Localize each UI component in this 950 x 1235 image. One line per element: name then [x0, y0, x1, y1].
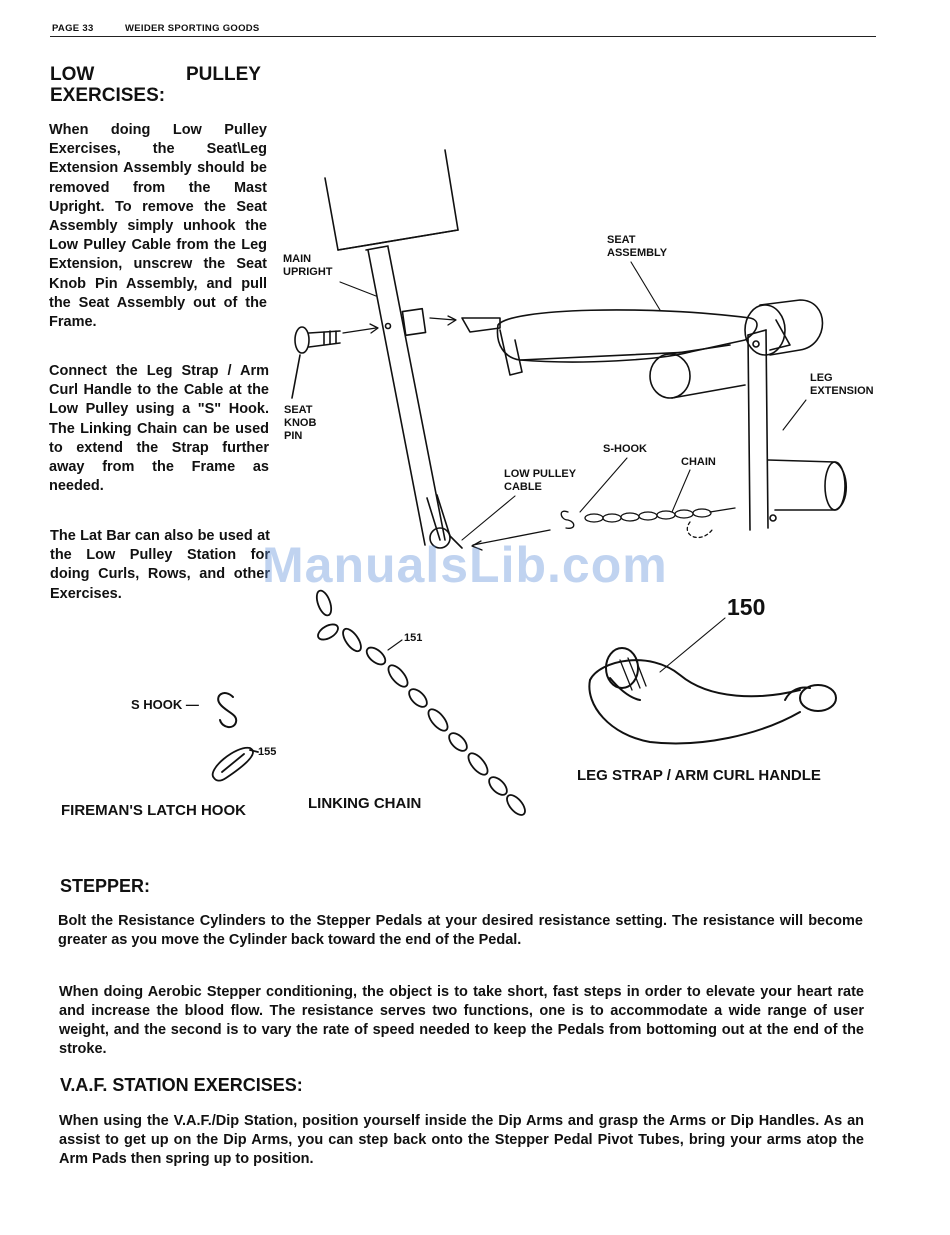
linking-chain-caption: LINKING CHAIN: [308, 795, 422, 812]
stepper-paragraph-1: Bolt the Resistance Cylinders to the Ste…: [58, 913, 863, 948]
s-hook-part-label: S HOOK —: [131, 697, 199, 712]
leader-lines: [339, 261, 807, 541]
chain-illustration: [560, 507, 736, 539]
label-seat-knob-pin-line1: SEAT: [284, 404, 313, 416]
label-leg-extension-line2: EXTENSION: [810, 385, 874, 397]
watermark: ManualsLib.com: [262, 537, 668, 593]
part-number-latch: 155: [258, 746, 277, 758]
vaf-heading: V.A.F. STATION EXERCISES:: [60, 1075, 303, 1095]
main-upright-illustration: [365, 245, 463, 549]
assembly-arrows: [342, 315, 551, 551]
running-header: WEIDER SPORTING GOODS: [125, 23, 260, 34]
low-pulley-paragraph-2: Connect the Leg Strap / Arm Curl Handle …: [49, 363, 269, 495]
header-rule: [50, 36, 876, 37]
label-low-pulley-cable-line2: CABLE: [504, 481, 542, 493]
back-pad-illustration: [324, 149, 459, 251]
low-pulley-paragraph-3: The Lat Bar can also be used at the Low …: [50, 528, 270, 602]
page-number: PAGE 33: [52, 23, 94, 34]
label-s-hook: S-HOOK: [603, 443, 647, 455]
seat-assembly-illustration: [461, 299, 847, 531]
label-seat-knob-pin-line3: PIN: [284, 430, 303, 442]
low-pulley-heading-word1: LOW: [50, 64, 95, 85]
label-seat-assembly-line1: SEAT: [607, 234, 636, 246]
part-number-chain: 151: [404, 632, 423, 644]
label-seat-knob-pin-line2: KNOB: [284, 417, 317, 429]
vaf-paragraph-1: When using the V.A.F./Dip Station, posit…: [59, 1113, 864, 1167]
latch-hook-part-illustration: [211, 747, 259, 782]
stepper-heading: STEPPER:: [60, 876, 151, 896]
s-hook-part-illustration: [217, 692, 238, 728]
low-pulley-heading-word2: PULLEY: [186, 64, 261, 85]
label-main-upright-line2: UPRIGHT: [283, 266, 333, 278]
label-low-pulley-cable-line1: LOW PULLEY: [504, 468, 577, 480]
label-seat-assembly-line2: ASSEMBLY: [607, 247, 668, 259]
latch-hook-caption: FIREMAN'S LATCH HOOK: [61, 802, 246, 819]
low-pulley-heading-word3: EXERCISES:: [50, 85, 166, 106]
label-main-upright-line1: MAIN: [283, 253, 312, 265]
label-leg-extension-line1: LEG: [810, 372, 833, 384]
part-number-handle: 150: [727, 594, 766, 620]
low-pulley-paragraph-1: When doing Low Pulley Exercises, the Sea…: [49, 122, 267, 331]
leg-strap-handle-part-illustration: [588, 617, 837, 745]
handle-caption: LEG STRAP / ARM CURL HANDLE: [577, 767, 821, 784]
label-chain: CHAIN: [681, 456, 716, 468]
stepper-paragraph-2: When doing Aerobic Stepper conditioning,…: [59, 984, 864, 1057]
seat-knob-pin-illustration: [291, 326, 341, 399]
linking-chain-part-illustration: [315, 589, 526, 816]
